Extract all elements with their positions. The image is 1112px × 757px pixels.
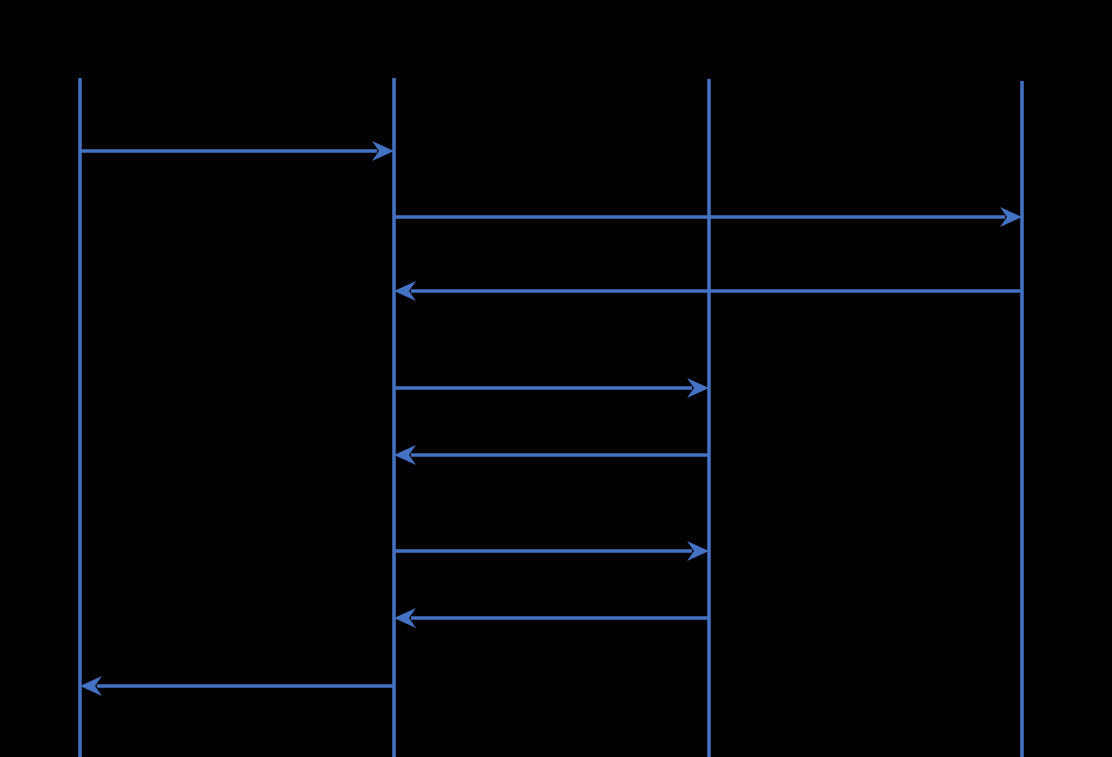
message-1-arrowhead-icon: [372, 141, 394, 161]
message-4-arrowhead-icon: [687, 378, 709, 398]
message-6-arrowhead-icon: [687, 541, 709, 561]
message-3-arrowhead-icon: [394, 281, 416, 301]
message-8-arrowhead-icon: [80, 676, 102, 696]
message-7-arrowhead-icon: [394, 608, 416, 628]
message-2-arrowhead-icon: [1000, 207, 1022, 227]
message-5-arrowhead-icon: [394, 445, 416, 465]
